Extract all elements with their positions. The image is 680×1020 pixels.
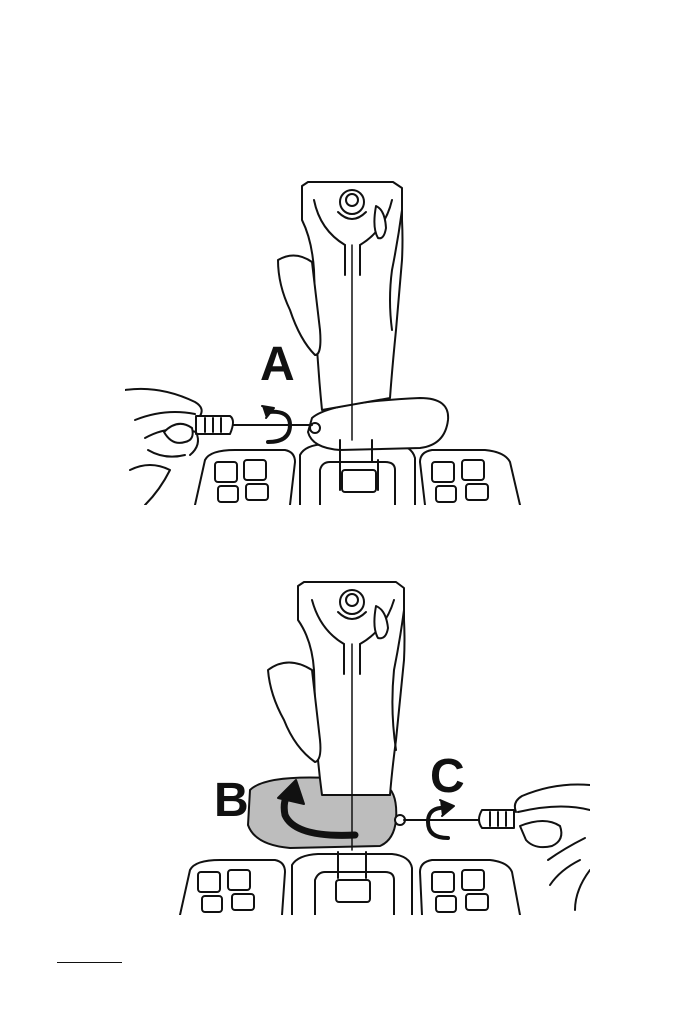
hand-icon (125, 389, 202, 505)
right-button-cluster (420, 860, 520, 915)
callout-a: A (260, 338, 295, 391)
left-button-cluster (195, 450, 295, 505)
hand-icon (515, 784, 590, 910)
callout-c: C (430, 750, 465, 803)
footer-rule (57, 962, 122, 963)
screwdriver-icon (404, 810, 514, 828)
figure-2-rotate-base: B C (0, 570, 680, 920)
gimbal-base (292, 854, 412, 915)
figure-1-illustration: A (0, 170, 680, 510)
figure-1-unscrew-base: A (0, 170, 680, 510)
right-button-cluster (420, 450, 520, 505)
figure-2-illustration: B C (0, 570, 680, 920)
callout-b: B (214, 774, 249, 827)
gimbal-base (300, 444, 415, 505)
left-button-cluster (180, 860, 285, 915)
screwdriver-icon (196, 416, 312, 434)
